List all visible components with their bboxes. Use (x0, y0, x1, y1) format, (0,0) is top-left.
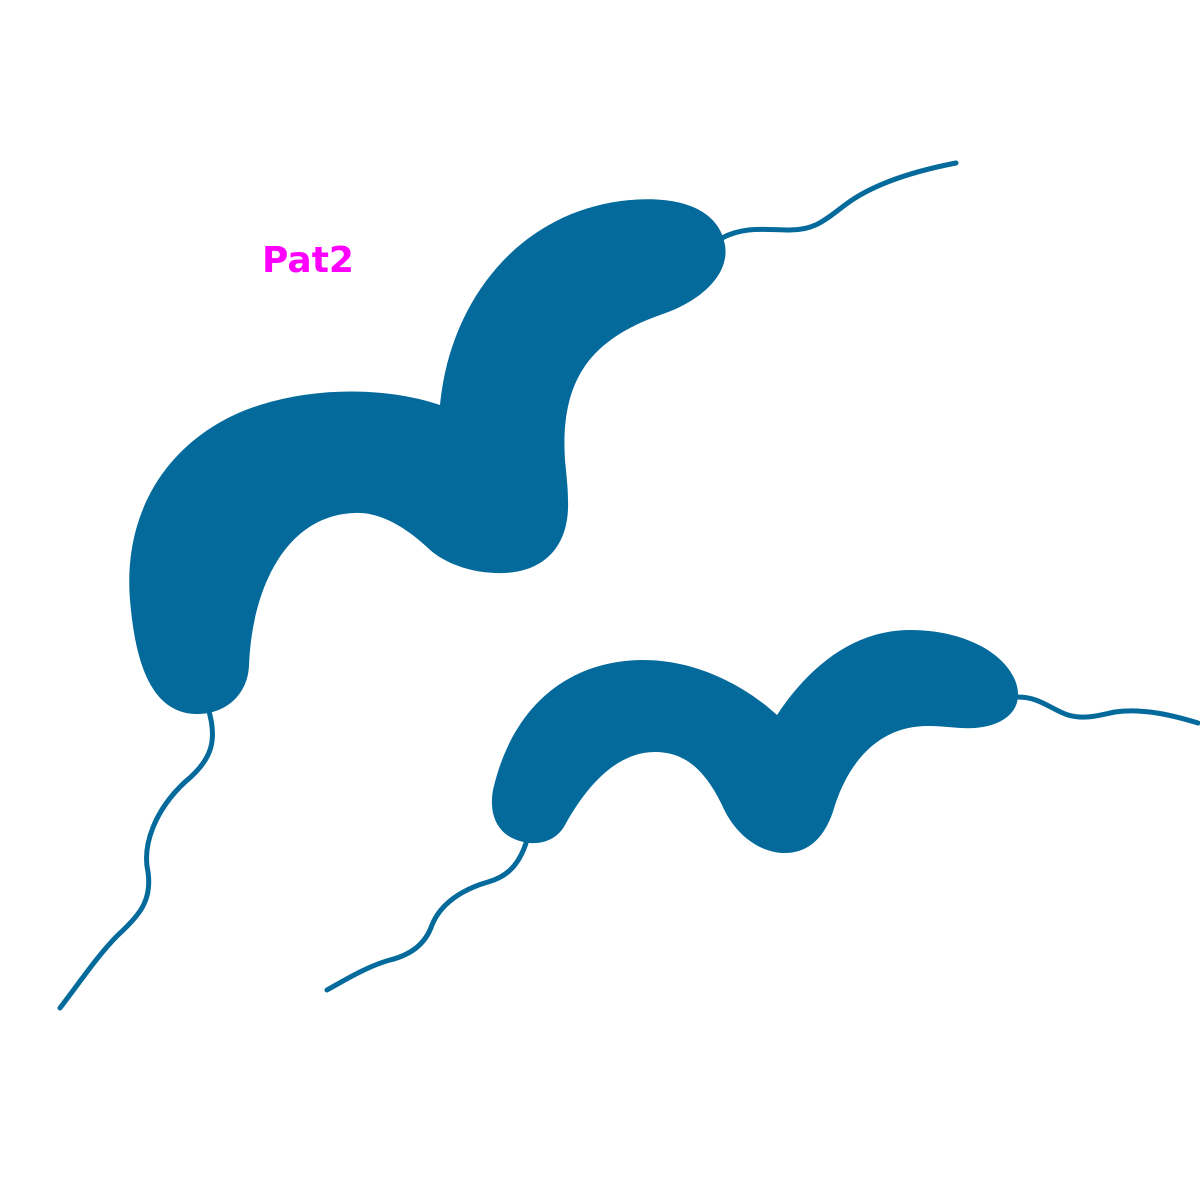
flagellum-lower-small (324, 837, 530, 993)
flagellum-upper-large (719, 160, 959, 241)
bacterium-small-icon (324, 630, 1200, 993)
flagellum-lower-large (57, 705, 216, 1011)
diagram-label: Pat2 (262, 240, 354, 281)
bacterium-body-large (129, 199, 726, 715)
bacterium-body-small (491, 630, 1019, 853)
flagellum-right-small (1015, 694, 1200, 726)
bacterium-large-icon (57, 160, 959, 1011)
